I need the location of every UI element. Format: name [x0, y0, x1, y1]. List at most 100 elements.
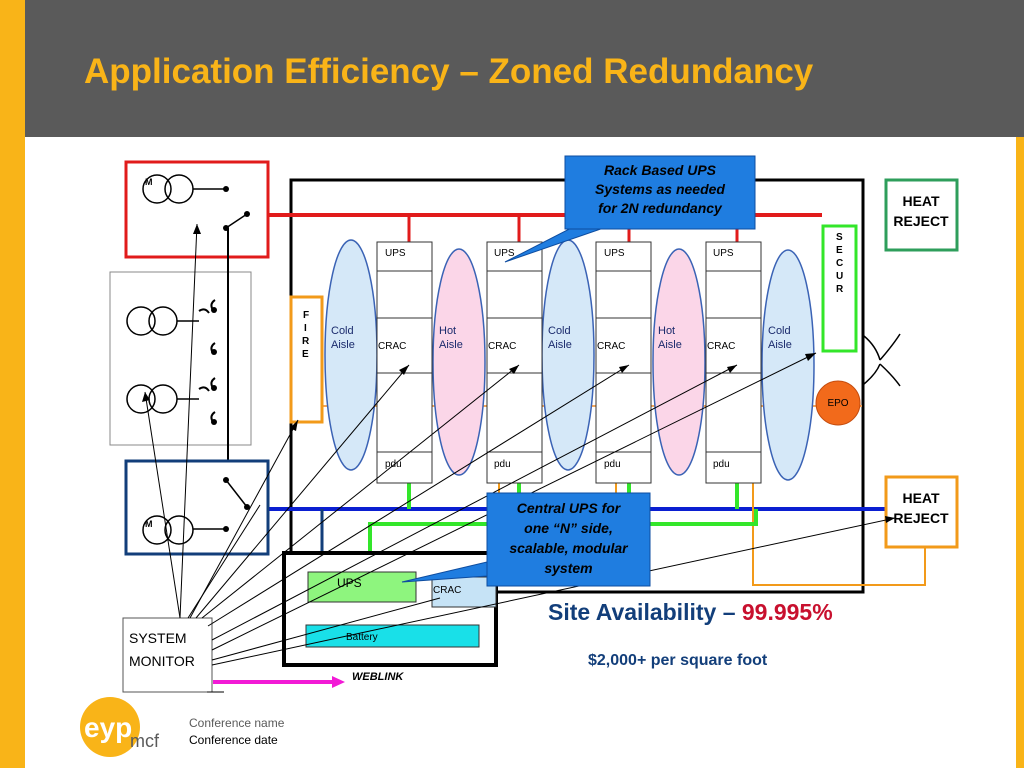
central-ups-box: [307, 571, 417, 603]
monitor-wire: [211, 364, 738, 641]
epo-button: EPO: [815, 380, 861, 426]
aisle-label-line1: Cold: [331, 325, 354, 337]
monitor-wire: [211, 517, 896, 666]
rack-1: UPS CRAC pdu: [376, 241, 433, 484]
callout-line: one “N” side,: [524, 520, 613, 536]
rack-3: UPS CRAC pdu: [595, 241, 652, 484]
switch-contact: [223, 526, 229, 532]
arrowhead: [885, 516, 895, 523]
callout-rack-ups: [504, 155, 756, 263]
aisle-label-line2: Aisle: [768, 339, 792, 351]
rack-pdu-label: pdu: [385, 459, 402, 470]
battery-box: [305, 624, 480, 648]
utility-feed-red: M: [124, 160, 270, 259]
arrowhead: [193, 224, 201, 234]
meter-label: M: [145, 519, 153, 529]
cold-aisle-ellipse: [324, 239, 378, 471]
secur-letter: C: [836, 258, 843, 269]
monitor-wire: [189, 419, 299, 619]
aisle-label-line1: Hot: [439, 325, 456, 337]
heat-reject-box: [884, 178, 959, 252]
aisle-label-line1: Cold: [768, 325, 791, 337]
transformer-coil: [142, 515, 172, 545]
weblink-arrowhead: [332, 676, 345, 688]
hot-aisle-ellipse: [652, 248, 706, 476]
monitor-wire: [211, 597, 441, 661]
monitor-wire: [179, 223, 198, 619]
rack-pdu-label: pdu: [604, 459, 621, 470]
rack-crac-label: CRAC: [707, 341, 735, 352]
fire-letter: I: [304, 323, 307, 334]
breaker-arcs: [198, 308, 210, 392]
accent-right-edge: [1016, 137, 1024, 768]
fire-letter: R: [302, 336, 310, 347]
generator-contact: [211, 307, 217, 313]
rack-crac-label: CRAC: [597, 341, 625, 352]
rack-ups-label: UPS: [604, 248, 625, 259]
generator-contact: [211, 385, 217, 391]
weblink: WEBLINK: [213, 671, 404, 688]
arrowhead: [399, 365, 409, 375]
cold-aisle-ellipse: [541, 239, 595, 471]
aisle-label-line1: Hot: [658, 325, 675, 337]
battery-label: Battery: [346, 632, 378, 643]
rack-4: UPS CRAC pdu: [705, 241, 762, 484]
eyp-mcf-logo: eyp mcf: [80, 697, 160, 757]
callout-box: [486, 492, 651, 587]
rack-2: UPS CRAC pdu: [486, 241, 543, 484]
rack-ups-label: UPS: [385, 248, 406, 259]
generator-contact: [211, 349, 217, 355]
monitor-wire: [207, 364, 630, 627]
callout-box: [564, 155, 756, 230]
secur-letter: U: [836, 271, 843, 282]
security-panel: S E C U R: [821, 224, 858, 353]
arrowhead: [727, 365, 737, 373]
aisle-label-line2: Aisle: [548, 339, 572, 351]
callout-line: Rack Based UPS: [603, 162, 717, 178]
accent-side-bar: [0, 0, 25, 768]
weblink-label: WEBLINK: [352, 671, 404, 683]
hot-aisle-ellipse: [432, 248, 486, 476]
availability-value: 99.995%: [741, 599, 833, 625]
switch-blade: [225, 479, 248, 508]
damper-arc-upper: [863, 333, 901, 361]
rack-crac-label: CRAC: [488, 341, 516, 352]
aisle-label-line2: Aisle: [331, 339, 355, 351]
rack-outline: [705, 241, 762, 484]
callout-line: for 2N redundancy: [598, 200, 722, 216]
monitor-wire: [201, 364, 520, 619]
system-monitor-line1: SYSTEM: [129, 630, 187, 646]
rack-outline: [486, 241, 543, 484]
fire-panel: F I R E: [289, 295, 324, 424]
aisle-label-line2: Aisle: [439, 339, 463, 351]
heat-reject-box: [884, 475, 959, 549]
epo-label: EPO: [827, 398, 848, 409]
heat-reject-line1: HEAT: [902, 490, 940, 506]
arrowhead: [142, 392, 150, 402]
transformer-coil: [164, 515, 194, 545]
rack-crac-label: CRAC: [378, 341, 406, 352]
rack-outline: [376, 241, 433, 484]
monitor-wire: [144, 391, 181, 619]
orange-heat-reject-loop: [752, 406, 926, 586]
aisle-3: Cold Aisle: [541, 239, 595, 471]
heat-reject-line2: REJECT: [893, 213, 949, 229]
system-monitor-box: [122, 617, 213, 693]
aisle-2: Hot Aisle: [432, 248, 486, 476]
heat-reject-line1: HEAT: [902, 193, 940, 209]
central-crac-label: CRAC: [433, 585, 461, 596]
damper-arc-lower: [863, 363, 901, 387]
monitoring-wires: [144, 223, 896, 693]
central-ups-callout-text: Central UPS for one “N” side, scalable, …: [488, 498, 649, 578]
logo-text-right: mcf: [130, 731, 160, 751]
transformer-coil: [142, 174, 172, 204]
generator-contact: [211, 419, 217, 425]
cost-per-square-foot: $2,000+ per square foot: [588, 652, 768, 669]
fire-box: [289, 295, 324, 424]
site-availability: Site Availability – 99.995%: [548, 599, 833, 626]
rack-ups-label: UPS: [494, 248, 515, 259]
rack-pdu-label: pdu: [494, 459, 511, 470]
generator-coil: [126, 384, 156, 414]
heat-reject-line2: REJECT: [893, 510, 949, 526]
